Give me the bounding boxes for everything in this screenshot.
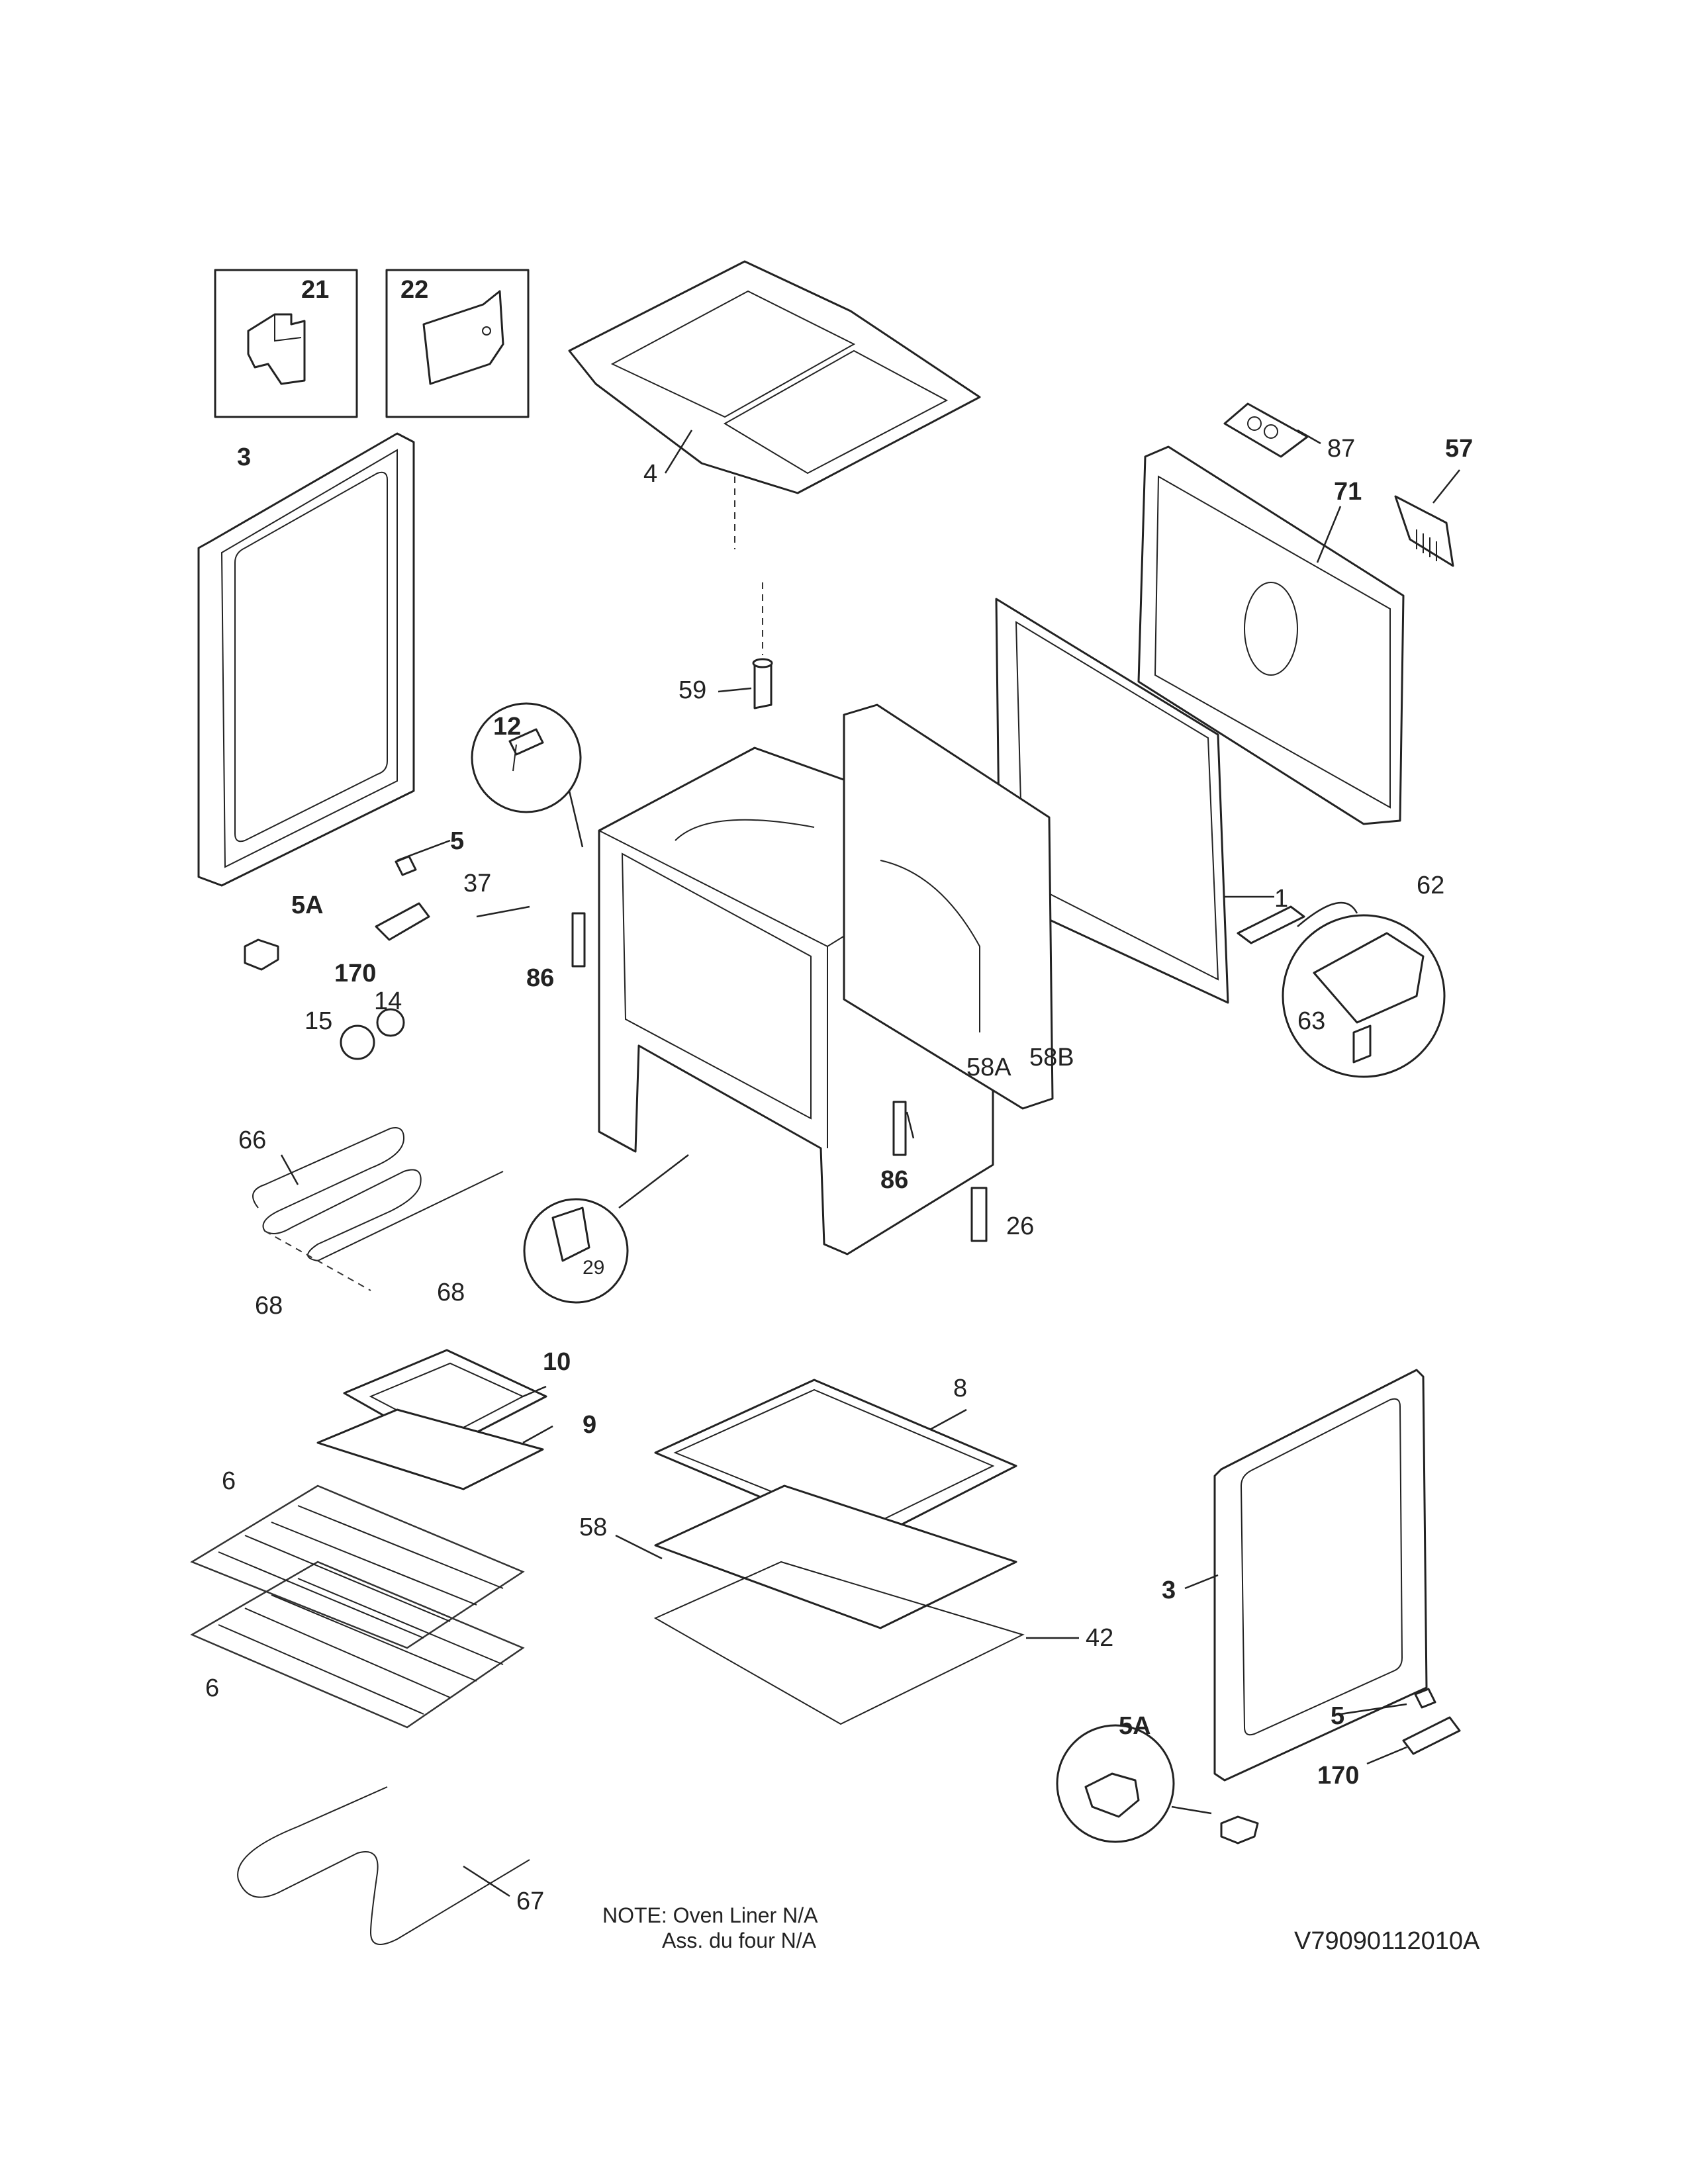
label-3-right: 3: [1162, 1576, 1176, 1604]
broil-element: [252, 1127, 504, 1291]
label-9: 9: [583, 1411, 596, 1439]
left-hinge-parts: [244, 855, 430, 971]
part-62-callout: [1237, 901, 1446, 1078]
label-170-left: 170: [334, 960, 376, 987]
label-59: 59: [679, 676, 706, 704]
bake-element: [237, 1786, 530, 1945]
label-4: 4: [643, 460, 657, 488]
label-10: 10: [543, 1348, 571, 1376]
label-21: 21: [301, 276, 329, 304]
label-86-upper: 86: [526, 964, 554, 992]
part-21-box: [214, 269, 358, 418]
label-3-left: 3: [237, 443, 251, 471]
label-37: 37: [463, 870, 491, 897]
light-parts: [340, 1008, 405, 1060]
label-86-lower: 86: [880, 1166, 908, 1194]
label-29: 29: [583, 1257, 604, 1279]
part-59: [752, 658, 773, 709]
side-panel-right: [1213, 1369, 1428, 1782]
part-26-bracket: [970, 1187, 988, 1242]
label-5A-left: 5A: [291, 891, 324, 919]
label-6-lower: 6: [205, 1674, 219, 1702]
side-panel-left: [197, 432, 415, 887]
label-170-right: 170: [1317, 1762, 1359, 1790]
part-37-sensor: [476, 905, 530, 918]
part-12-callout: [471, 702, 584, 848]
label-26: 26: [1006, 1212, 1034, 1240]
label-6-upper: 6: [222, 1467, 236, 1495]
label-42: 42: [1086, 1624, 1113, 1652]
right-hinge-parts: [1402, 1688, 1461, 1755]
part-86-bracket-b: [892, 1101, 907, 1156]
note-line-1: NOTE: Oven Liner N/A: [602, 1903, 818, 1927]
storage-drawer: [653, 1379, 1025, 1725]
label-14: 14: [374, 987, 402, 1015]
label-5-right: 5: [1331, 1702, 1344, 1730]
label-1: 1: [1274, 885, 1288, 913]
label-67: 67: [516, 1888, 544, 1915]
label-57: 57: [1445, 435, 1473, 463]
label-58: 58: [579, 1514, 607, 1541]
label-68-right: 68: [437, 1279, 465, 1306]
label-58B: 58B: [1029, 1044, 1074, 1071]
oven-cavity: [598, 704, 1054, 1255]
label-22: 22: [400, 276, 428, 304]
label-15: 15: [305, 1007, 332, 1035]
oven-racks: [190, 1484, 525, 1729]
part-29-callout: [523, 1154, 689, 1304]
label-63: 63: [1297, 1007, 1325, 1035]
drawing-code: V79090112010A: [1294, 1927, 1480, 1955]
label-71: 71: [1334, 478, 1362, 506]
label-68-left: 68: [255, 1292, 283, 1320]
broiler-pan: [316, 1349, 547, 1490]
label-62: 62: [1417, 872, 1444, 899]
top-panel: [568, 260, 981, 494]
label-5A-right: 5A: [1119, 1712, 1151, 1740]
leader-lines: [280, 429, 1460, 1897]
label-58A: 58A: [966, 1054, 1011, 1081]
part-22-box: [385, 269, 530, 418]
note-line-2: Ass. du four N/A: [662, 1929, 817, 1952]
part-5A-callout-right: [1056, 1724, 1259, 1844]
label-87: 87: [1327, 435, 1355, 463]
label-66: 66: [238, 1126, 266, 1154]
part-86-bracket-a: [571, 912, 586, 968]
label-12: 12: [493, 713, 521, 741]
label-8: 8: [953, 1375, 967, 1402]
label-5-left: 5: [450, 827, 464, 855]
